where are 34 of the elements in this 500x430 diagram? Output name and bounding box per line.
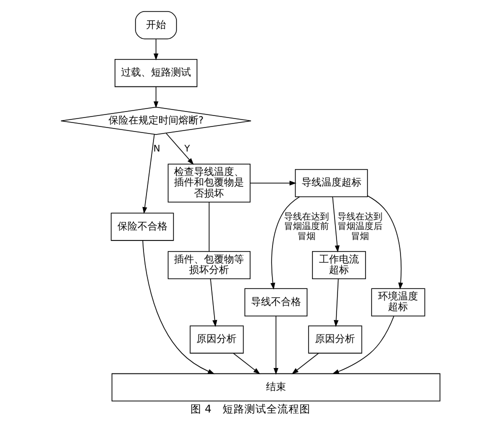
arrow (232, 353, 260, 374)
arrow (270, 196, 300, 290)
node-box: 检查导线温度、插件和包覆物是否损坏 (167, 164, 250, 202)
connector (208, 202, 210, 252)
node-box: 插件、包覆物等损坏分析 (167, 251, 250, 280)
node-box: 工作电流超标 (312, 251, 366, 280)
arrow (291, 353, 318, 374)
arrow (165, 132, 194, 165)
arrow (153, 38, 158, 60)
node-box: 结束 (111, 373, 440, 402)
edge-label: Y (184, 144, 190, 155)
arrow (332, 196, 340, 252)
node-box: 开始 (134, 11, 176, 40)
arrow (249, 180, 296, 186)
arrow (142, 134, 154, 214)
node-box: 保险不合格 (110, 212, 174, 241)
caption: 图 4 短路测试全流程图 (190, 402, 310, 416)
edge-label: N (152, 144, 160, 155)
arrow (153, 86, 158, 108)
arrow (333, 278, 338, 327)
node-box: 导线不合格 (244, 288, 307, 316)
edge-label: 导线在达到冒烟温度前冒烟 (284, 212, 329, 242)
arrow (366, 195, 403, 290)
node-box: 原因分析 (308, 325, 362, 354)
node-box: 原因分析 (189, 325, 244, 354)
node-box: 过载、短路测试 (114, 58, 197, 88)
node-box: 环境温度超标 (370, 288, 425, 316)
arrow (142, 240, 214, 374)
arrow (210, 278, 217, 327)
arrow (273, 316, 278, 375)
node-diamond: 保险在规定时间熔断? (60, 106, 251, 135)
edge-label: 导线在达到冒烟温度后冒烟 (336, 212, 382, 242)
arrow (332, 316, 394, 374)
node-box: 导线温度超标 (294, 169, 368, 198)
